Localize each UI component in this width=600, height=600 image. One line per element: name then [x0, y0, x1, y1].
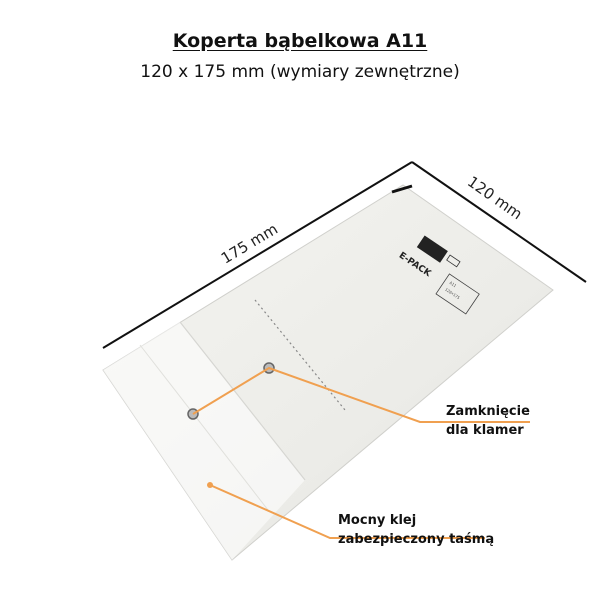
clasp-callout-line1: Zamknięcie	[446, 404, 530, 419]
width-dimension-line	[411, 161, 587, 283]
flap-fold-line	[139, 344, 269, 511]
flap-fold-line	[179, 321, 306, 481]
clasp-callout: Zamknięcie dla klamer	[446, 402, 530, 440]
adhesive-callout-line1: Mocny klej	[338, 513, 417, 528]
adhesive-callout: Mocny klej zabezpieczony taśmą	[338, 511, 494, 549]
adhesive-marker	[207, 482, 213, 488]
width-label: 120 mm	[464, 173, 526, 224]
opening-edge	[391, 184, 413, 194]
barcode-block	[416, 235, 448, 263]
page-title: Koperta bąbelkowa A11	[172, 30, 428, 52]
clasp-callout-line2: dla klamer	[446, 423, 524, 438]
perforation-line	[254, 299, 346, 411]
recycle-info-box	[435, 273, 480, 315]
code-box	[446, 254, 461, 268]
length-dimension-line	[102, 161, 413, 349]
size-code: A11	[449, 280, 458, 289]
adhesive-callout-line2: zabezpieczony taśmą	[338, 532, 495, 547]
page-subtitle: 120 x 175 mm (wymiary zewnętrzne)	[140, 62, 460, 82]
envelope-flap	[103, 322, 305, 560]
adhesive-callout-line	[209, 484, 485, 539]
clasp-callout-line	[192, 366, 530, 423]
